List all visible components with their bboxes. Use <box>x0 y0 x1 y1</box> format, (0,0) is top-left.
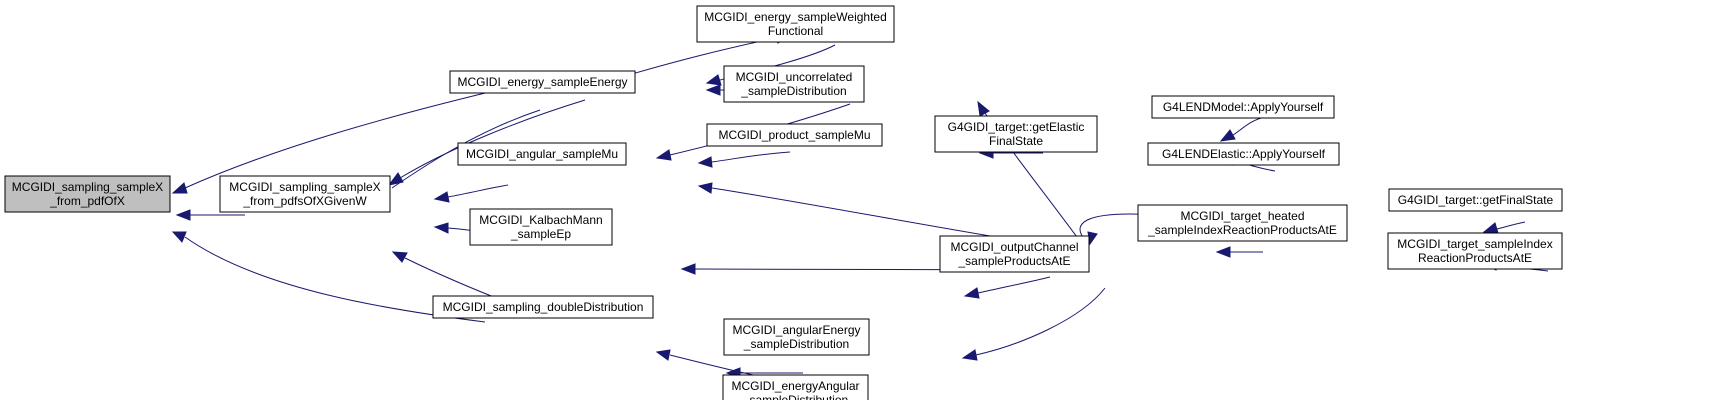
node-box <box>469 208 613 246</box>
node-box <box>939 235 1090 273</box>
node-label: Functional <box>768 24 823 38</box>
node-label: G4LENDModel::ApplyYourself <box>1163 100 1324 114</box>
node-box <box>723 318 870 356</box>
node-label: MCGIDI_sampling_sampleX <box>229 180 380 194</box>
edge-n8-to-n3 <box>697 151 791 168</box>
graph-node-n8[interactable]: MCGIDI_product_sampleMu <box>706 123 883 147</box>
node-label: _from_pdfsOfXGivenW <box>242 194 367 208</box>
edge-n12-to-n9 <box>963 276 1051 299</box>
graph-node-n16[interactable]: G4GIDI_target::getFinalState <box>1388 188 1563 212</box>
node-label: MCGIDI_KalbachMann <box>479 213 602 227</box>
node-label: MCGIDI_angular_sampleMu <box>466 147 618 161</box>
node-box <box>934 115 1098 153</box>
node-box <box>457 142 627 166</box>
edge-n1-to-n0 <box>175 209 245 221</box>
node-label: MCGIDI_product_sampleMu <box>718 128 870 142</box>
node-box <box>4 175 171 213</box>
node-box <box>1137 204 1348 242</box>
node-label: MCGIDI_energy_sampleWeighted <box>704 10 887 24</box>
node-box <box>449 70 636 94</box>
node-label: MCGIDI_outputChannel <box>950 240 1078 254</box>
edge-n13-to-n11 <box>1219 116 1266 142</box>
node-box <box>1388 188 1563 212</box>
edge-n2-to-n0 <box>171 87 507 194</box>
node-label: MCGIDI_sampling_doubleDistribution <box>443 300 644 314</box>
graph-node-n7[interactable]: MCGIDI_uncorrelated_sampleDistribution <box>723 65 865 103</box>
node-box <box>432 295 654 319</box>
graph-node-n1[interactable]: MCGIDI_sampling_sampleX_from_pdfsOfXGive… <box>219 175 391 213</box>
node-label: _sampleDistribution <box>740 84 846 98</box>
node-label: G4GIDI_target::getFinalState <box>1398 193 1554 207</box>
node-box <box>1387 232 1563 270</box>
graph-node-n14[interactable]: G4LENDElastic::ApplyYourself <box>1147 142 1340 166</box>
graph-node-n13[interactable]: G4LENDModel::ApplyYourself <box>1151 95 1335 119</box>
node-box <box>696 5 895 43</box>
node-label: _sampleIndexReactionProductsAtE <box>1147 223 1337 237</box>
edge-n15-to-n12 <box>1215 246 1263 258</box>
node-label: ReactionProductsAtE <box>1418 251 1532 265</box>
node-label: MCGIDI_uncorrelated <box>736 70 853 84</box>
graph-node-n5[interactable]: MCGIDI_sampling_doubleDistribution <box>432 295 654 319</box>
graph-nodes: MCGIDI_sampling_sampleX_from_pdfOfXMCGID… <box>4 5 1563 400</box>
graph-node-n17[interactable]: MCGIDI_target_sampleIndexReactionProduct… <box>1387 232 1563 270</box>
graph-node-n4[interactable]: MCGIDI_KalbachMann_sampleEp <box>469 208 613 246</box>
node-label: _sampleProductsAtE <box>957 254 1070 268</box>
edge-n12-to-n10 <box>961 287 1106 361</box>
node-label: G4GIDI_target::getElastic <box>948 120 1085 134</box>
node-label: MCGIDI_target_heated <box>1180 209 1304 223</box>
node-label: MCGIDI_angularEnergy <box>732 323 860 337</box>
node-box <box>1151 95 1335 119</box>
edge-n2-to-n1 <box>387 99 586 186</box>
graph-node-n10[interactable]: MCGIDI_energyAngular_sampleDistribution <box>722 374 869 400</box>
node-label: _sampleEp <box>510 227 571 241</box>
graph-node-n3[interactable]: MCGIDI_angular_sampleMu <box>457 142 627 166</box>
node-label: MCGIDI_energyAngular <box>731 379 859 393</box>
edge-n16-to-n15 <box>1482 221 1526 234</box>
node-box <box>723 65 865 103</box>
node-box <box>722 374 869 400</box>
node-box <box>706 123 883 147</box>
node-label: FinalState <box>989 134 1043 148</box>
node-label: MCGIDI_sampling_sampleX <box>12 180 163 194</box>
node-box <box>219 175 391 213</box>
graph-node-n0[interactable]: MCGIDI_sampling_sampleX_from_pdfOfX <box>4 175 171 213</box>
graph-node-n9[interactable]: MCGIDI_angularEnergy_sampleDistribution <box>723 318 870 356</box>
edge-n3-to-n1 <box>433 184 509 203</box>
node-label: MCGIDI_energy_sampleEnergy <box>457 75 627 89</box>
node-box <box>1147 142 1340 166</box>
graph-node-n2[interactable]: MCGIDI_energy_sampleEnergy <box>449 70 636 94</box>
graph-node-n12[interactable]: MCGIDI_outputChannel_sampleProductsAtE <box>939 235 1090 273</box>
node-label: MCGIDI_target_sampleIndex <box>1397 237 1552 251</box>
node-label: G4LENDElastic::ApplyYourself <box>1162 147 1326 161</box>
graph-node-n15[interactable]: MCGIDI_target_heated_sampleIndexReaction… <box>1137 204 1348 242</box>
node-label: _sampleDistribution <box>743 337 849 351</box>
node-label: _sampleDistribution <box>742 393 848 400</box>
node-label: _from_pdfOfX <box>49 194 125 208</box>
